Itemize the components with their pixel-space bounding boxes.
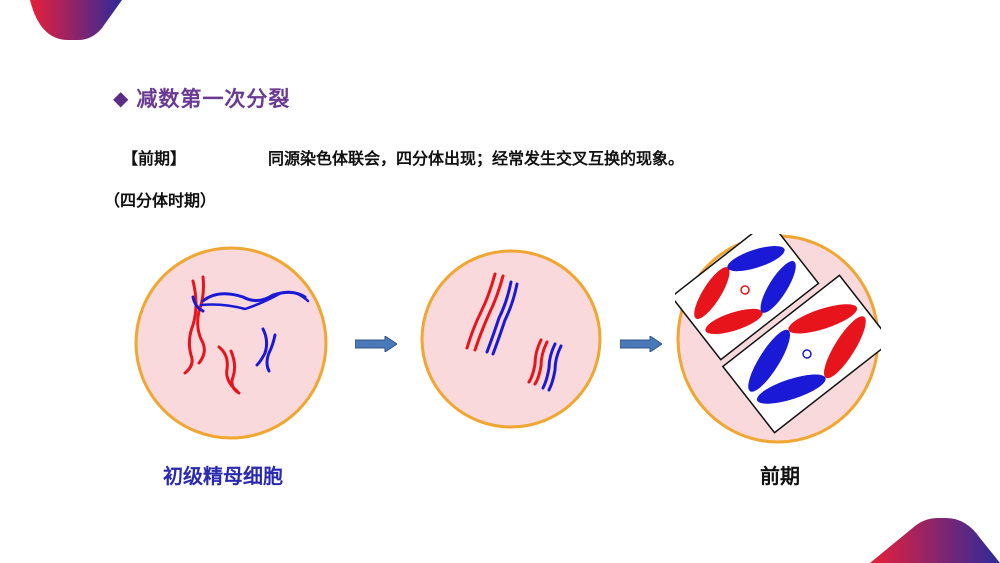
stage-label: 【前期】 (122, 149, 187, 168)
chromosome-red (473, 274, 505, 352)
tetrad-1 (675, 234, 820, 361)
chromosome-red (196, 275, 206, 365)
cell-diagram-3 (675, 234, 881, 444)
chromosome-red (229, 349, 241, 395)
stage-description: 同源染色体联会，四分体出现；经常发生交叉互换的现象。 (268, 149, 685, 168)
chromosome-blue (265, 333, 277, 373)
chromosome-blue (199, 290, 310, 311)
chromosome-blue (491, 282, 519, 356)
chromosome-red (465, 272, 497, 350)
cell-diagram-2 (420, 249, 602, 429)
stage-note: （四分体时期） (104, 191, 217, 210)
cell-diagram-1 (134, 246, 328, 440)
chromosome-blue (255, 327, 269, 367)
section-heading: ◆ 减数第一次分裂 (113, 83, 290, 113)
corner-decoration-top-left (30, 0, 122, 40)
tetrad-2 (721, 274, 881, 434)
heading-title: 减数第一次分裂 (136, 87, 291, 111)
caption-prophase: 前期 (760, 464, 800, 488)
chromosome-blue (191, 295, 205, 313)
chromosome-blue (547, 344, 563, 392)
arrow-right-icon (620, 336, 662, 352)
corner-decoration-bottom-right (870, 518, 1000, 563)
chromosome-blue (541, 342, 557, 390)
chromosome-red (527, 338, 543, 384)
chromosome-red (533, 340, 549, 386)
caption-primary-spermatocyte: 初级精母细胞 (163, 464, 283, 488)
arrow-right-icon (355, 336, 397, 352)
diamond-bullet-icon: ◆ (113, 86, 129, 110)
chromosome-blue (485, 280, 513, 354)
stage-line: 【前期】 同源染色体联会，四分体出现；经常发生交叉互换的现象。 (122, 145, 684, 169)
